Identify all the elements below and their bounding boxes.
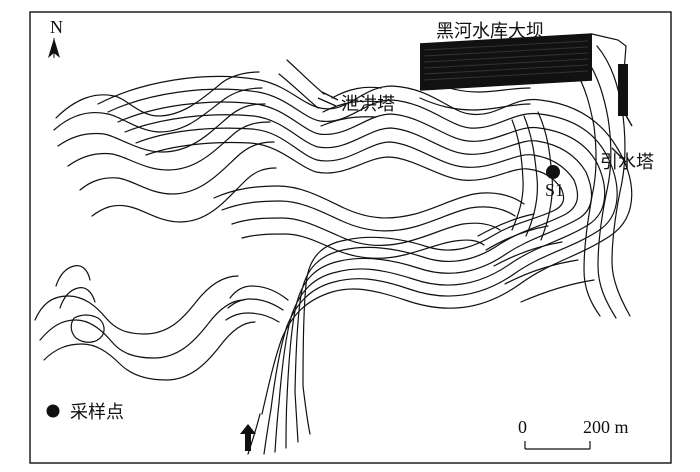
scale-zero-label: 0 <box>518 417 527 437</box>
spillway-tower-label: 泄洪塔 <box>341 94 395 115</box>
scale-bar <box>524 441 591 450</box>
legend-sampling-point-icon <box>46 404 60 418</box>
spillway-tower-marker <box>317 91 339 107</box>
intake-tower-marker <box>611 111 633 163</box>
scale-end-label: 200 m <box>583 417 629 437</box>
dam-label: 黑河水库大坝 <box>436 21 544 42</box>
legend-label: 采样点 <box>70 402 124 423</box>
north-label: N <box>50 17 63 37</box>
contour-lines <box>34 45 633 455</box>
inflow-arrow-icon <box>240 424 256 451</box>
intake-tower-label: 引水塔 <box>600 152 654 173</box>
north-arrow-icon <box>48 38 60 58</box>
sampling-point-icon <box>546 165 560 179</box>
dam <box>419 33 628 116</box>
site-label: S1 <box>545 180 564 200</box>
